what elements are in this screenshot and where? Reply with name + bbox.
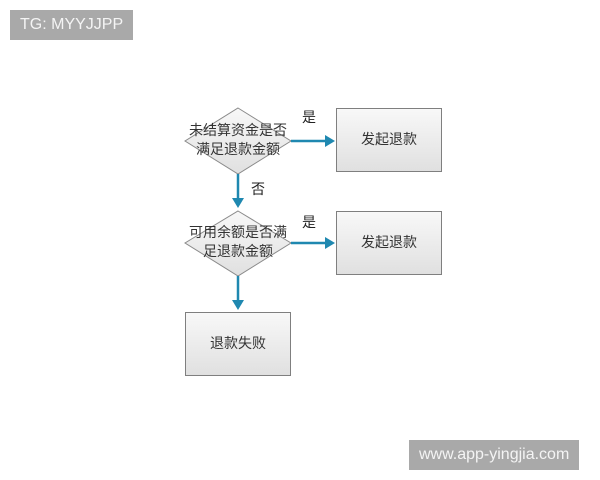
- edge-label-yes-1: 是: [302, 110, 316, 126]
- decision-2-line1: 可用余额是否满: [189, 225, 287, 241]
- process-2-label: 发起退款: [361, 234, 417, 251]
- decision-1-line1: 未结算资金是否: [189, 123, 287, 139]
- watermark-top: TG: MYYJJPP: [10, 10, 134, 40]
- decision-1-label: 未结算资金是否 满足退款金额: [180, 118, 296, 164]
- decision-2-line2: 足退款金额: [203, 244, 273, 260]
- arrow-d2-to-b3: [232, 276, 244, 310]
- process-1-label: 发起退款: [361, 131, 417, 148]
- watermark-bottom: www.app-yingjia.com: [409, 440, 580, 470]
- decision-1-line2: 满足退款金额: [196, 142, 280, 158]
- edge-label-no: 否: [251, 182, 265, 198]
- arrow-d1-to-d2: [232, 174, 244, 208]
- edge-label-yes-2: 是: [302, 215, 316, 231]
- decision-2-label: 可用余额是否满 足退款金额: [180, 220, 296, 266]
- process-box-3: [185, 312, 291, 376]
- process-box-1: [336, 108, 442, 172]
- arrow-d1-to-b1: [291, 135, 335, 147]
- process-3-label: 退款失败: [210, 335, 266, 352]
- arrow-d2-to-b2: [291, 237, 335, 249]
- process-box-2: [336, 211, 442, 275]
